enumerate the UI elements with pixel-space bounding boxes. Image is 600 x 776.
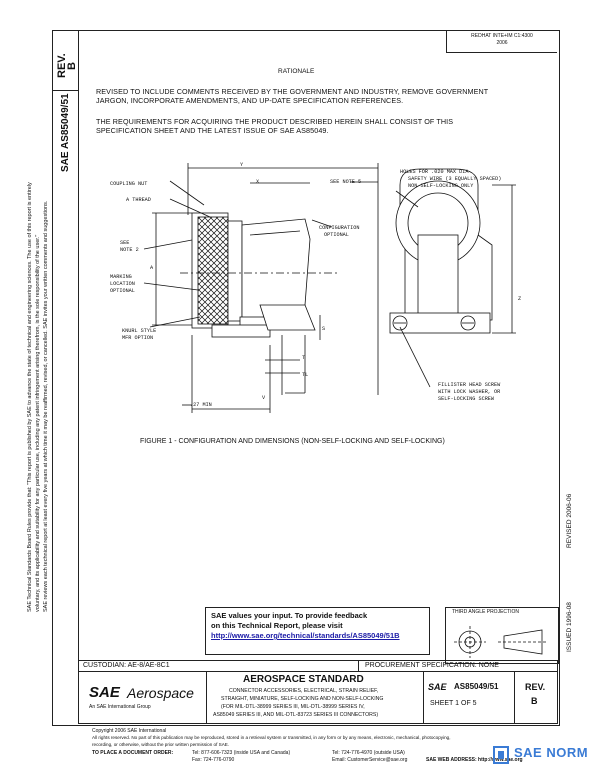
email: Email: CustomerService@sae.org: [332, 757, 408, 763]
procurement-text: PROCUREMENT SPECIFICATION: NONE: [365, 662, 499, 669]
standard-title-cell: AEROSPACE STANDARD CONNECTOR ACCESSORIES…: [206, 671, 424, 724]
stamp-line1: REDHAT INTE+IM C1:4300: [471, 33, 533, 39]
sae-small-logo: SAE: [428, 682, 447, 692]
dim-27-min: .27 MIN: [190, 402, 212, 408]
stamp-line2: 2006: [496, 40, 508, 46]
logo-subtitle: An SAE International Group: [89, 704, 151, 710]
dim-x: X: [256, 179, 260, 185]
reference-stamp: REDHAT INTE+IM C1:4300 2006: [446, 31, 557, 53]
side-note-1: SAE Technical Standards Board Rules prov…: [27, 182, 33, 612]
tel-inside: Tel: 877-606-7323 (inside USA and Canada…: [192, 750, 291, 756]
sae-logo-text: SAE: [89, 684, 120, 701]
watermark-text: SAE NORM: [514, 745, 589, 760]
label-marking-1: MARKING: [110, 274, 132, 280]
footer-rev-value: B: [531, 696, 538, 706]
label-configuration-1: CONFIGURATION: [319, 225, 360, 231]
dim-tl: TL: [302, 372, 309, 378]
rev-box-top: [52, 30, 78, 91]
desc-line3: (FOR MIL-DTL-38999 SERIES III, MIL-DTL-3…: [221, 704, 365, 710]
rights-line1: All rights reserved. No part of this pub…: [92, 735, 451, 740]
label-fillister-1: FILLISTER HEAD SCREW: [438, 382, 501, 388]
rationale-title: RATIONALE: [278, 68, 315, 75]
side-note-3: SAE reviews each technical report at lea…: [43, 200, 49, 612]
figure-caption: FIGURE 1 - CONFIGURATION AND DIMENSIONS …: [140, 438, 445, 445]
label-see-note-2b: NOTE 2: [120, 247, 139, 253]
label-marking-2: LOCATION: [110, 281, 135, 287]
projection-label: THIRD ANGLE PROJECTION: [452, 609, 519, 615]
rev-cell: REV. B: [514, 671, 558, 724]
dim-z: Z: [518, 296, 522, 302]
label-configuration-2: OPTIONAL: [324, 232, 349, 238]
desc-line2: STRAIGHT, MINIATURE, SELF-LOCKING AND NO…: [221, 696, 384, 702]
label-knurl-1: KNURL STYLE: [122, 328, 157, 334]
drawing-frame: [52, 30, 560, 726]
rev-value-vertical: B: [66, 62, 78, 70]
sae-norm-watermark: SAE NORM: [490, 741, 590, 771]
rationale-para1-line1: REVISED TO INCLUDE COMMENTS RECEIVED BY …: [96, 87, 489, 96]
sheet-number: SHEET 1 OF 5: [430, 700, 477, 707]
rationale-para1-line2: JARGON, INCORPORATE AMENDMENTS, AND UP-D…: [96, 96, 404, 105]
sae-logo-cell: SAE Aerospace An SAE International Group: [78, 671, 207, 724]
issued-date: ISSUED 1996-08: [566, 602, 573, 652]
label-holes-2: SAFETY WIRE (3 EQUALLY SPACED): [408, 176, 502, 182]
tel-outside: Tel: 724-776-4970 (outside USA): [332, 750, 405, 756]
rationale-para2-line1: THE REQUIREMENTS FOR ACQUIRING THE PRODU…: [96, 117, 454, 126]
doc-number-vertical: SAE AS85049/51: [60, 93, 71, 172]
side-note-2: voluntary, and its applicability and sui…: [35, 234, 41, 612]
footer-rev-label: REV.: [525, 682, 546, 692]
doc-number: AS85049/51: [454, 682, 499, 691]
label-see-note-5: SEE NOTE 5: [330, 179, 362, 185]
feedback-line2: on this Technical Report, please visit: [211, 621, 343, 630]
desc-line4: AS85049 SERIES III, AND MIL-DTL-83723 SE…: [213, 712, 379, 718]
configuration-drawing: [143, 163, 516, 413]
watermark-icon: [493, 746, 509, 764]
rationale-para2-line2: SPECIFICATION SHEET AND THE LATEST ISSUE…: [96, 126, 329, 135]
left-title-column: [52, 30, 79, 660]
dim-t: T: [302, 355, 306, 361]
copyright: Copyright 2006 SAE International: [92, 728, 167, 734]
label-a-thread: A THREAD: [126, 197, 151, 203]
label-knurl-2: MFR OPTION: [122, 335, 154, 341]
web-address: SAE WEB ADDRESS: http://www.sae.org: [426, 757, 523, 763]
feedback-link[interactable]: http://www.sae.org/technical/standards/A…: [211, 631, 400, 640]
doc-number-cell: SAE AS85049/51 SHEET 1 OF 5: [423, 671, 515, 724]
third-angle-projection: THIRD ANGLE PROJECTION: [445, 607, 559, 664]
rights-line2: recording, or otherwise, without the pri…: [92, 742, 230, 747]
order-label: TO PLACE A DOCUMENT ORDER:: [92, 750, 174, 756]
revised-date: REVISED 2006-06: [566, 493, 573, 548]
fax: Fax: 724-776-0790: [192, 757, 235, 763]
label-marking-3: OPTIONAL: [110, 288, 135, 294]
feedback-box: SAE values your input. To provide feedba…: [205, 607, 430, 655]
projection-symbol-icon: [454, 626, 548, 658]
aerospace-logo-text: Aerospace: [127, 685, 194, 701]
dim-a: A: [150, 265, 154, 271]
desc-line1: CONNECTOR ACCESSORIES, ELECTRICAL, STRAI…: [229, 688, 379, 694]
label-fillister-3: SELF-LOCKING SCREW: [438, 396, 495, 402]
label-fillister-2: WITH LOCK WASHER, OR: [438, 389, 501, 395]
label-see-note-2a: SEE: [120, 240, 130, 246]
label-coupling-nut: COUPLING NUT: [110, 181, 148, 187]
feedback-line1: SAE values your input. To provide feedba…: [211, 611, 368, 620]
label-holes-1: HOLES FOR .020 MAX DIA: [400, 169, 469, 175]
custodian-text: CUSTODIAN: AE-8/AE-8C1: [83, 662, 170, 669]
dim-v: V: [262, 395, 266, 401]
label-holes-3: NON-SELF-LOCKING ONLY: [408, 183, 474, 189]
dim-y: Y: [240, 162, 244, 168]
dim-s: S: [322, 326, 326, 332]
standard-title: AEROSPACE STANDARD: [243, 674, 364, 685]
